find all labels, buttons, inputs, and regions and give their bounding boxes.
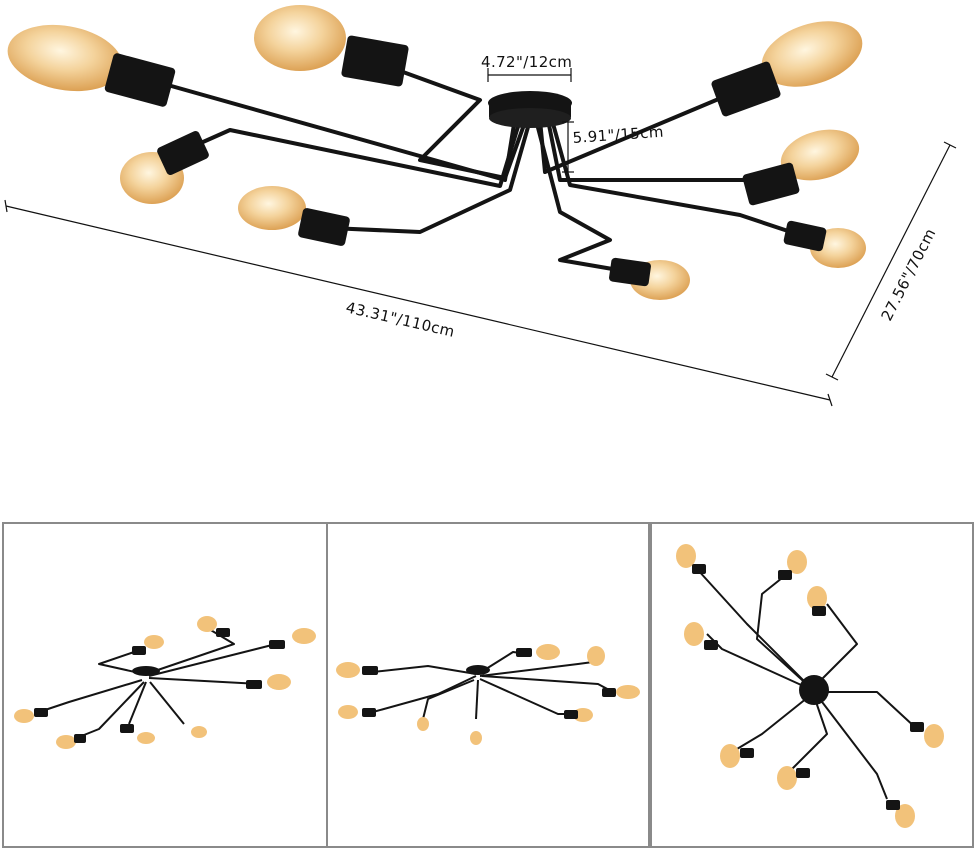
angle-view-image bbox=[14, 616, 316, 749]
bulb-3 bbox=[711, 21, 863, 117]
front-view-image bbox=[336, 644, 640, 745]
canopy-width-label: 4.72"/12cm bbox=[481, 53, 572, 71]
top-view-image bbox=[676, 544, 944, 828]
bulb-7 bbox=[783, 220, 866, 268]
front-view-panel bbox=[326, 522, 650, 848]
arms bbox=[148, 58, 802, 274]
bulb-2 bbox=[254, 5, 409, 87]
angle-view-panel bbox=[2, 522, 328, 848]
canopy bbox=[488, 91, 572, 128]
main-product-image: 4.72"/12cm 5.91"/15cm 43.31"/110cm 27.56… bbox=[4, 5, 957, 407]
bulb-1 bbox=[7, 24, 176, 107]
total-width-label: 27.56"/70cm bbox=[878, 225, 940, 323]
total-length-label: 43.31"/110cm bbox=[344, 298, 456, 341]
bulb-6 bbox=[742, 129, 860, 206]
canopy-height-label: 5.91"/15cm bbox=[572, 123, 664, 147]
bulb-5 bbox=[238, 186, 350, 246]
bulb-4 bbox=[120, 131, 209, 204]
bulb-8 bbox=[609, 257, 690, 300]
dimension-lines bbox=[4, 68, 957, 407]
top-view-panel bbox=[650, 522, 974, 848]
